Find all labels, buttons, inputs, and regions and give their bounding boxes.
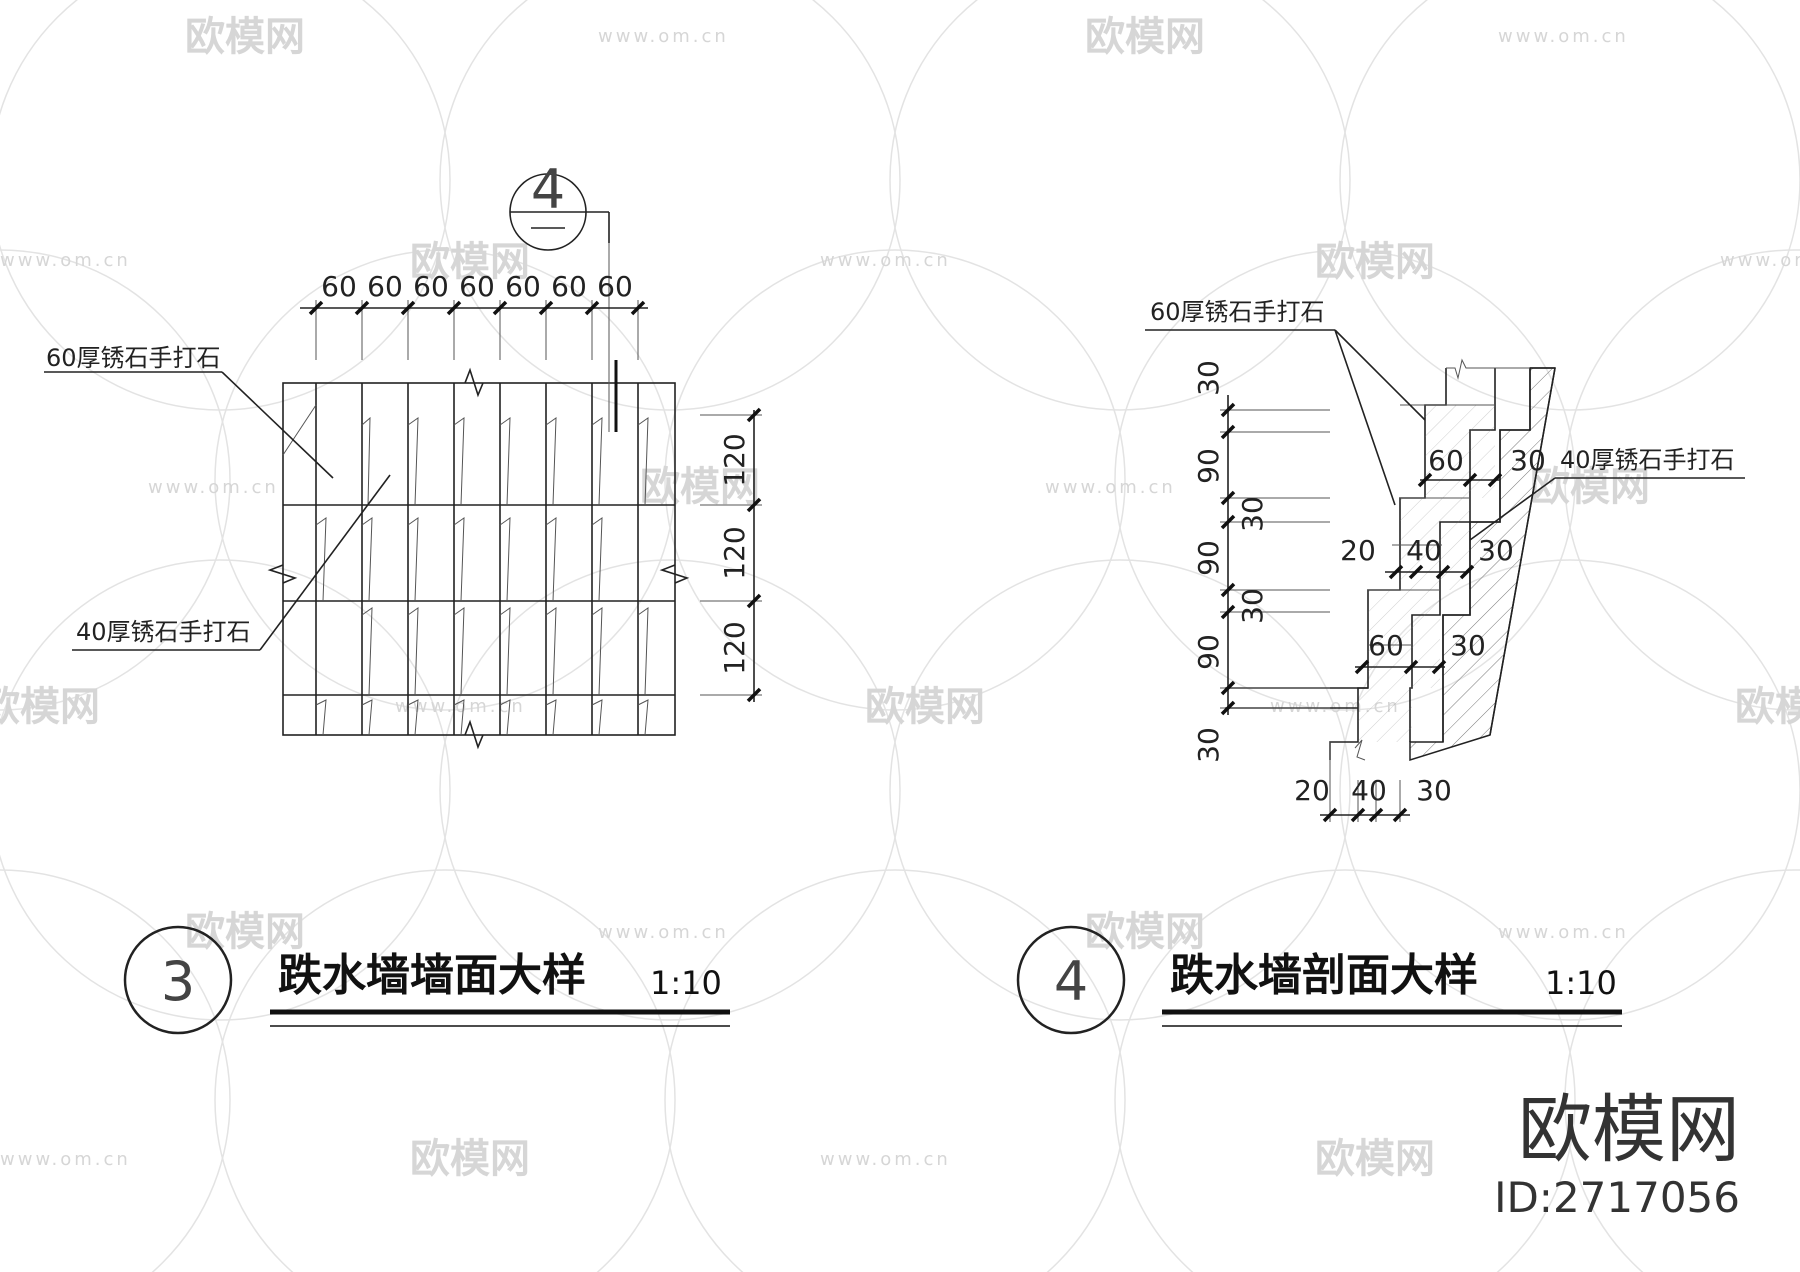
step-1-dim-b: 30	[1510, 444, 1546, 477]
bottom-dim-3: 30	[1416, 774, 1452, 807]
detail-3-title-block: 3 跌水墙墙面大样 1:10	[123, 925, 730, 1035]
watermark-url: www.om.cn	[0, 250, 131, 271]
watermark-url: www.om.cn	[395, 696, 526, 717]
top-dim-6: 60	[551, 270, 587, 303]
right-dim-3: 120	[718, 621, 751, 674]
brand-id: ID:2717056	[1494, 1173, 1740, 1222]
top-dim-3: 60	[413, 270, 449, 303]
watermark-url: www.om.cn	[0, 1149, 131, 1170]
detail-4-scale: 1:10	[1545, 964, 1617, 1002]
detail-4-title-block: 4 跌水墙剖面大样 1:10	[1016, 925, 1622, 1035]
top-dim-7: 60	[597, 270, 633, 303]
step-3-dim-a: 60	[1368, 629, 1404, 662]
step-dims-row-1: 60 30	[1417, 444, 1546, 488]
left-dim-1: 30	[1192, 360, 1225, 396]
step-1-dim-a: 60	[1428, 444, 1464, 477]
watermark-brand: 欧模网	[1315, 239, 1435, 285]
detail-3-marker-number: 3	[161, 950, 195, 1013]
left-dim-extensions	[1220, 409, 1330, 709]
top-dim-ticks	[308, 300, 646, 316]
right-dim-2: 120	[718, 526, 751, 579]
brand-name: 欧模网	[1518, 1087, 1740, 1173]
watermark-url: www.om.cn	[598, 922, 729, 943]
detail-3-marker	[123, 925, 233, 1035]
bottom-dim-2: 40	[1351, 774, 1387, 807]
watermark-brand: 欧模网	[1085, 14, 1205, 60]
wall-outline	[282, 382, 676, 736]
watermark-url: www.om.cn	[148, 477, 279, 498]
step-3-dim-b: 30	[1450, 629, 1486, 662]
break-marks	[267, 367, 690, 750]
left-dim-2: 90	[1192, 448, 1225, 484]
label-60-stone: 60厚锈石手打石	[1150, 298, 1325, 326]
watermark-url: www.om.cn	[1498, 26, 1629, 47]
left-dim-4: 90	[1192, 540, 1225, 576]
watermark-brand: 欧模网	[1735, 684, 1800, 730]
watermark-brand: 欧模网	[640, 464, 760, 510]
step-2-dim-a: 20	[1340, 534, 1376, 567]
left-dim-3: 30	[1236, 496, 1269, 532]
stone-texture	[282, 404, 649, 736]
watermark-brand: 欧模网	[865, 684, 985, 730]
watermark-url: www.om.cn	[820, 1149, 951, 1170]
step-2-dim-b: 40	[1406, 534, 1442, 567]
right-dim-ticks	[746, 407, 762, 703]
top-dim-1: 60	[321, 270, 357, 303]
label-40-stone: 40厚锈石手打石	[1560, 446, 1735, 474]
watermark-brand: 欧模网	[185, 14, 305, 60]
label-60-stone: 60厚锈石手打石	[46, 344, 221, 372]
watermark-url: www.om.cn	[1045, 477, 1176, 498]
watermark-brand: 欧模网	[185, 909, 305, 955]
watermark-url: www.om.cn	[1498, 922, 1629, 943]
watermark-brand: 欧模网	[1530, 464, 1650, 510]
watermark-text: 欧模网 www.om.cn 欧模网 www.om.cn 欧模网 www.om.c…	[0, 14, 1800, 1182]
section-callout-number: 4	[531, 158, 565, 221]
detail-4-title: 跌水墙剖面大样	[1170, 950, 1478, 1001]
watermark-brand: 欧模网	[410, 1136, 530, 1182]
detail-4-marker	[1016, 925, 1126, 1035]
left-dim-6: 90	[1192, 634, 1225, 670]
brand-block: 欧模网 ID:2717056	[1494, 1087, 1740, 1222]
detail-3-elevation: 4 60 60 60 60 60 60 60	[44, 158, 762, 750]
step-2-dim-c: 30	[1478, 534, 1514, 567]
watermark-brand: 欧模网	[1315, 1136, 1435, 1182]
watermark-brand: 欧模网	[410, 239, 530, 285]
step-dims-row-3: 60 30	[1354, 629, 1486, 675]
step-dims-row-2: 20 40 30	[1340, 534, 1514, 580]
right-dim-1: 120	[718, 433, 751, 486]
detail-3-scale: 1:10	[650, 964, 722, 1002]
detail-3-title: 跌水墙墙面大样	[278, 950, 586, 1001]
left-dim-7: 30	[1192, 727, 1225, 763]
watermark-url: www.om.cn	[1720, 250, 1800, 271]
left-dim-ticks	[1220, 402, 1236, 716]
watermark-brand: 欧模网	[0, 684, 100, 730]
left-dim-5: 30	[1236, 588, 1269, 624]
detail-4-marker-number: 4	[1054, 950, 1088, 1013]
bottom-dims: 20 40 30	[1294, 774, 1452, 823]
detail-4-section: 30 90 30 90 30 90 30 60 30 20 40 30	[1145, 298, 1745, 823]
top-dim-4: 60	[459, 270, 495, 303]
label-40-stone: 40厚锈石手打石	[76, 618, 251, 646]
watermark-url: www.om.cn	[598, 26, 729, 47]
bottom-dim-1: 20	[1294, 774, 1330, 807]
watermark-url: www.om.cn	[820, 250, 951, 271]
top-dim-5: 60	[505, 270, 541, 303]
watermark-brand: 欧模网	[1085, 909, 1205, 955]
top-dim-2: 60	[367, 270, 403, 303]
